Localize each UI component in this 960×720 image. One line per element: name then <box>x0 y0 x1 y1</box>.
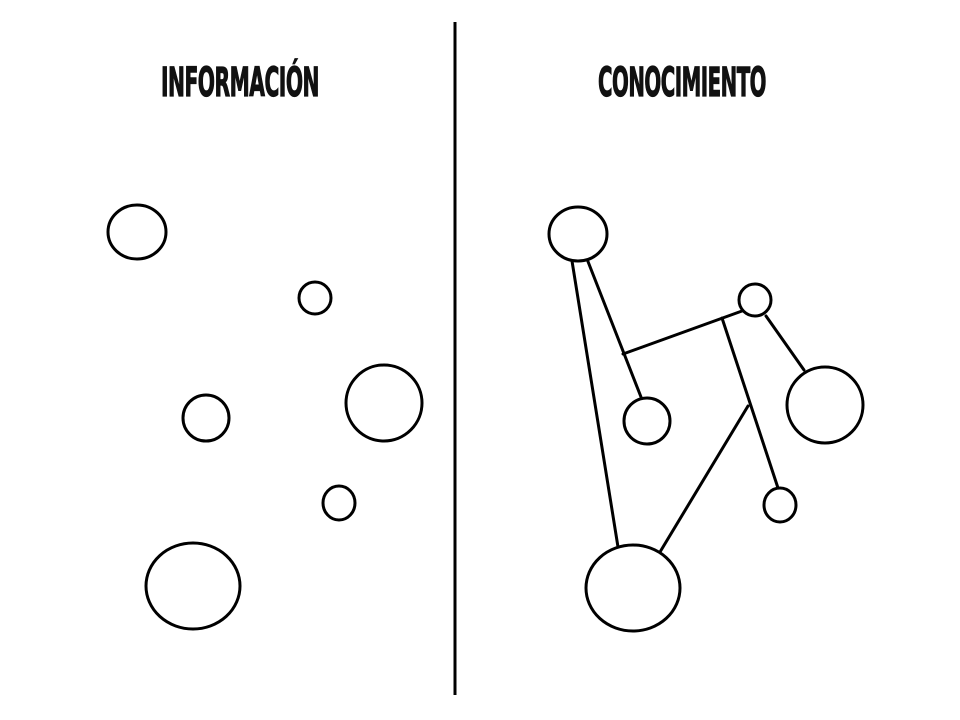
info-node-1 <box>106 203 168 261</box>
right-panel-title: CONOCIMIENTO <box>598 60 766 106</box>
informacion-panel <box>106 203 424 631</box>
info-node-6 <box>144 541 242 631</box>
info-node-5 <box>321 484 357 522</box>
link-branch-b <box>621 309 744 356</box>
knowledge-node-f <box>584 543 682 633</box>
knowledge-node-d <box>785 365 865 445</box>
link-a-c <box>585 257 643 399</box>
knowledge-node-e <box>762 486 798 524</box>
info-node-2 <box>297 280 333 316</box>
link-a-f <box>570 259 620 549</box>
knowledge-node-c <box>622 396 672 446</box>
info-node-3 <box>344 363 424 443</box>
link-b-d <box>764 314 806 372</box>
knowledge-node-a <box>547 205 609 263</box>
knowledge-node-b <box>737 282 773 318</box>
link-junction-e <box>720 316 780 490</box>
conocimiento-panel <box>547 205 865 633</box>
link-f-junction <box>658 404 750 554</box>
info-node-4 <box>181 393 231 443</box>
left-panel-title: INFORMACIÓN <box>161 58 319 106</box>
